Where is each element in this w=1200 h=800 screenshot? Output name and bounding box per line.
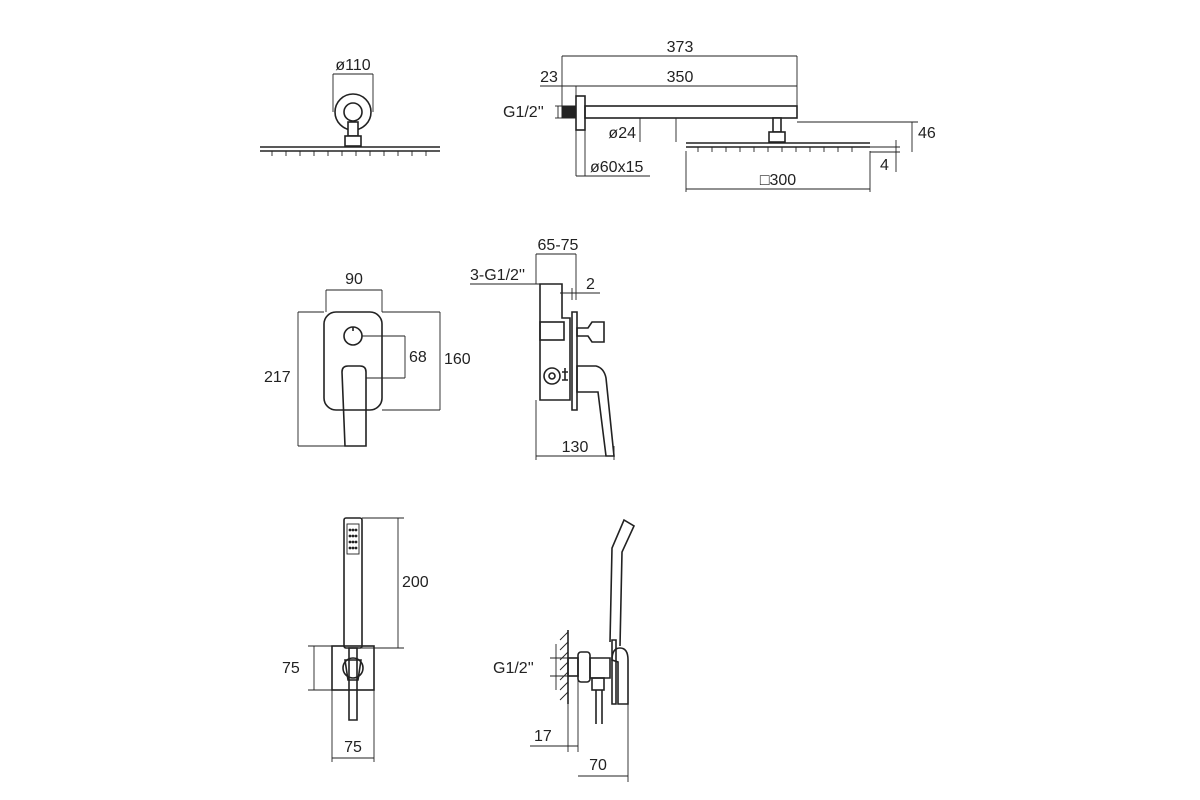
outlet-side-view: G1/2'' 17 70 [493, 518, 636, 782]
dim-arm-total-length: 373 [667, 39, 694, 56]
mixer-side-view: 65-75 3-G1/2'' 2 130 [470, 237, 615, 460]
dim-head-height: 46 [918, 125, 936, 142]
dim-hand-shower-height: 200 [402, 574, 429, 591]
dim-outlet-offset: 17 [534, 728, 552, 745]
dim-head-thickness: 4 [880, 157, 889, 174]
dim-arm-thread: G1/2'' [503, 104, 544, 121]
shower-head-front-view: ø110 [260, 57, 440, 156]
wall-hatch [559, 631, 569, 701]
hand-shower-front-view: 200 75 75 [282, 517, 429, 762]
dim-outlet-depth: 70 [589, 757, 607, 774]
dim-plate-inner-height: 160 [444, 351, 471, 368]
dim-head-size: □300 [760, 172, 796, 189]
dim-rosette: ø60x15 [590, 159, 643, 176]
dim-arm-length: 350 [667, 69, 694, 86]
dim-mixer-depth: 130 [562, 439, 589, 456]
dim-mixer-gap: 2 [586, 276, 595, 293]
dim-shower-head-diameter: ø110 [335, 57, 370, 74]
dim-arm-wall-offset: 23 [540, 69, 558, 86]
shower-arm-side-view: 373 23 350 G1/2'' ø24 ø60x15 [503, 39, 936, 192]
dim-mixer-depth-range: 65-75 [538, 237, 579, 254]
dim-mixer-threads: 3-G1/2'' [470, 267, 525, 284]
dim-outlet-thread: G1/2'' [493, 660, 534, 677]
nozzle-row [697, 147, 853, 152]
dim-arm-tube-diameter: ø24 [608, 125, 636, 142]
mixer-front-view: 90 217 160 68 [264, 271, 471, 447]
dim-handle-offset: 68 [409, 349, 427, 366]
dim-plate-width: 90 [345, 271, 363, 288]
dim-holder-height: 75 [282, 660, 300, 677]
dim-holder-width: 75 [344, 739, 362, 756]
dim-plate-height: 217 [264, 369, 291, 386]
nozzle-row [271, 151, 427, 156]
